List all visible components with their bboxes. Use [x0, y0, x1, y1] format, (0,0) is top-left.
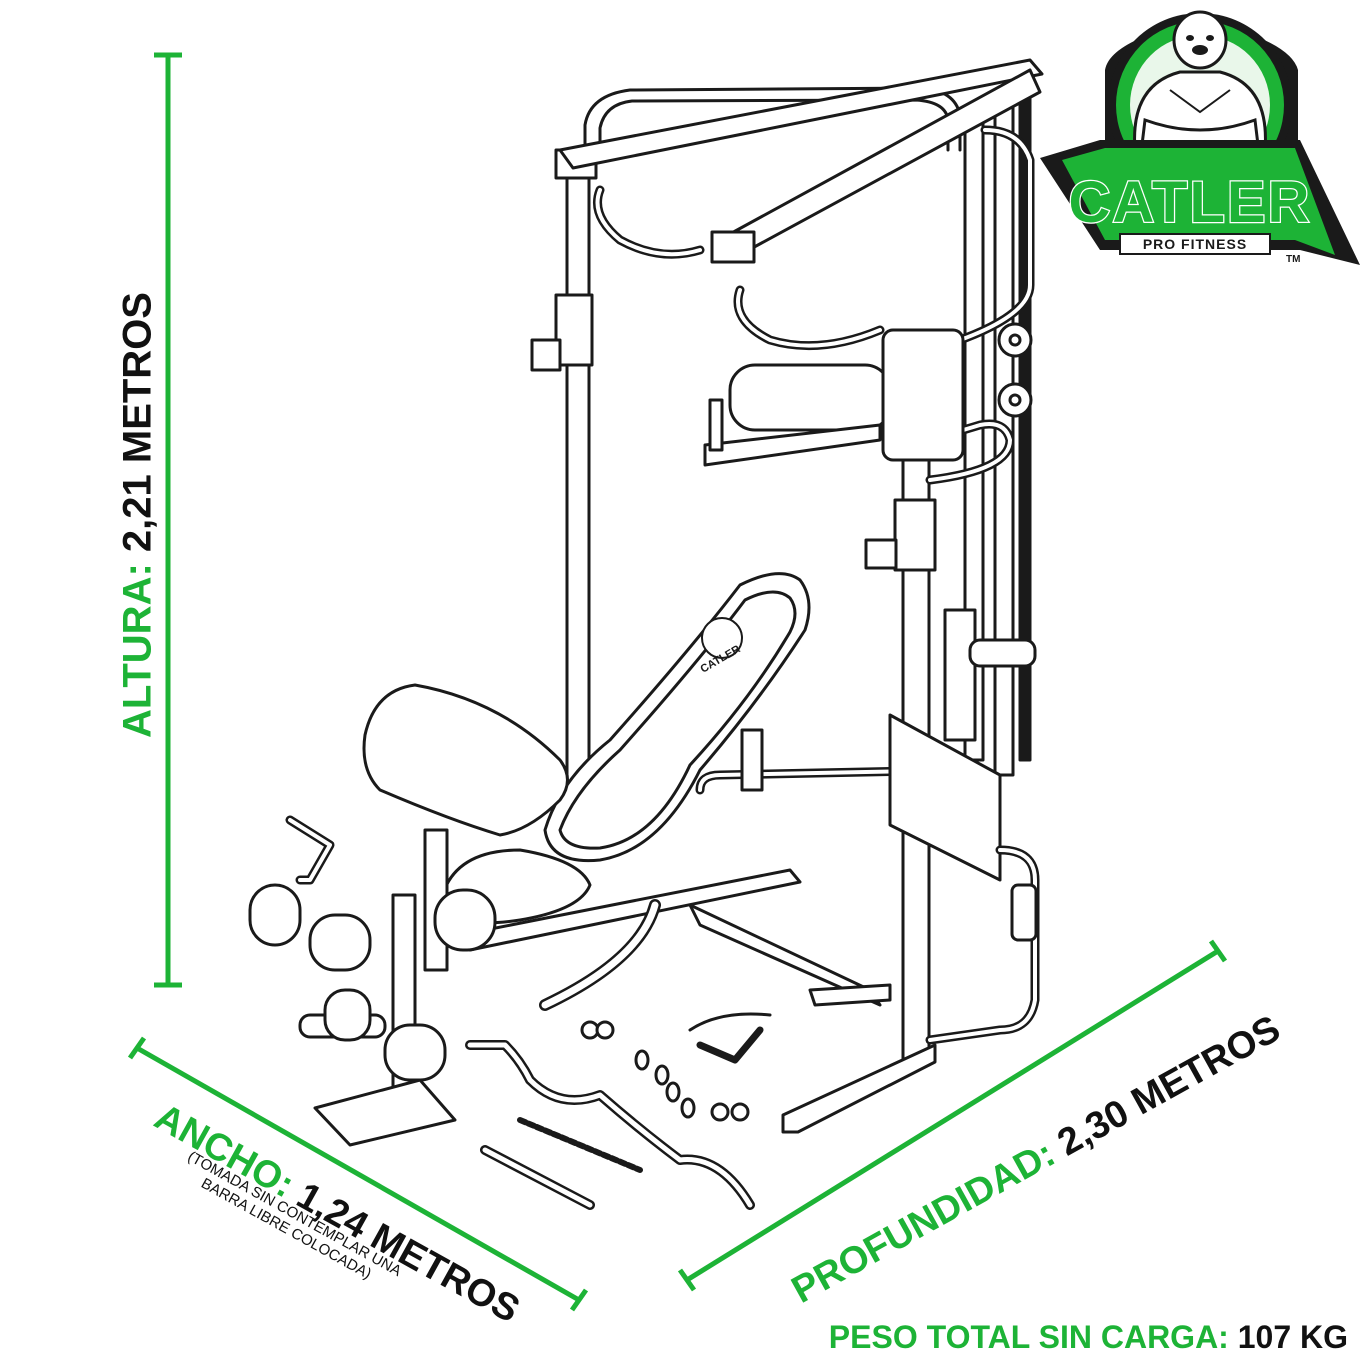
total-weight-label: PESO TOTAL SIN CARGA: 107 KG [829, 1319, 1348, 1356]
logo-brand-name: CATLER [1069, 170, 1312, 235]
depth-dimension-line [677, 939, 1228, 1292]
height-dimension-line [154, 52, 182, 988]
weight-label: PESO TOTAL SIN CARGA: [828, 1319, 1229, 1355]
height-dimension-label: ALTURA: 2,21 METROS [116, 292, 161, 738]
logo-trademark: TM [1286, 254, 1300, 265]
width-dimension-line [127, 1036, 589, 1312]
height-value: 2,21 METROS [115, 292, 160, 553]
height-label: ALTURA: [115, 563, 160, 738]
catler-logo: CATLER PRO FITNESS TM [1040, 10, 1360, 265]
bulldog-mascot-icon [1133, 10, 1267, 157]
weight-value: 107 KG [1237, 1319, 1348, 1355]
logo-tagline: PRO FITNESS [1143, 236, 1247, 252]
power-rack-illustration [248, 58, 1044, 1210]
